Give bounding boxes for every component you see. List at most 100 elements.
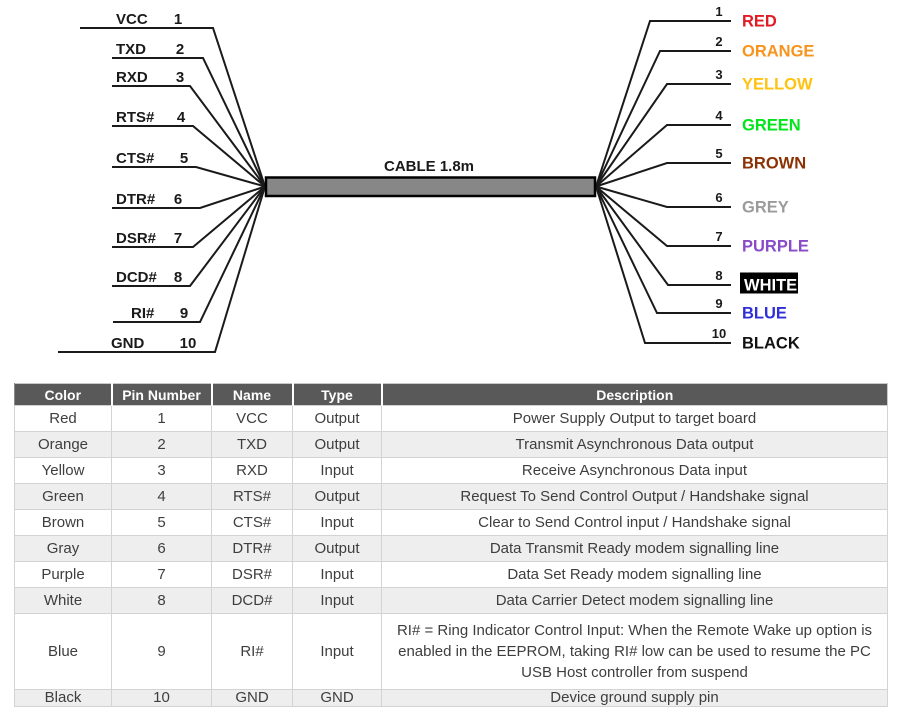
wire-line [80,27,266,187]
wire-line [595,185,731,286]
wire-color-label: WHITE [744,277,797,295]
wire-color-label: YELLOW [742,76,813,94]
pin-number: 9 [715,296,722,311]
table-cell: GND [211,689,293,707]
wire-line [112,185,266,209]
table-cell: Blue [14,613,112,690]
left-wire: RTS# 4 [112,109,266,188]
wire-line [595,162,731,188]
wire-line [595,83,731,188]
signal-label: RXD [116,69,148,86]
table-cell: Output [292,431,382,458]
wire-line [595,186,731,344]
wire-line [113,186,266,323]
table-cell: 9 [111,613,212,690]
pin-number: 6 [174,191,182,208]
signal-label: GND [111,335,145,352]
signal-label: CTS# [116,150,155,167]
pin-number: 8 [174,269,182,286]
pin-number: 2 [715,34,722,49]
pin-number: 4 [177,109,186,126]
table-cell: Output [292,535,382,562]
column-header: Description [380,383,888,406]
signal-label: RTS# [116,109,155,126]
column-header: Type [291,383,382,406]
pin-number: 10 [712,326,726,341]
table-cell: Output [292,405,382,432]
table-cell: Clear to Send Control input / Handshake … [381,509,888,536]
signal-label: TXD [116,41,146,58]
left-wire: DCD# 8 [112,185,266,287]
table-cell: Data Carrier Detect modem signalling lin… [381,587,888,614]
pin-number: 5 [715,146,722,161]
column-header: Pin Number [110,383,212,406]
table-cell: RTS# [211,483,293,510]
table-cell: Green [14,483,112,510]
signal-label: DCD# [116,269,157,286]
table-cell: RI# [211,613,293,690]
wire-color-label: PURPLE [742,238,809,256]
wire-line [595,124,731,188]
wire-line [112,85,266,188]
table-cell: 2 [111,431,212,458]
table-cell: 8 [111,587,212,614]
signal-label: RI# [131,305,155,322]
pin-number: 7 [174,230,182,247]
wire-color-label: BLUE [742,305,787,323]
table-cell: 7 [111,561,212,588]
left-wire: DSR#7 [112,185,266,248]
table-cell: VCC [211,405,293,432]
wire-line [112,125,266,188]
pin-number: 3 [715,67,722,82]
pin-number: 1 [715,4,722,19]
table-cell: Power Supply Output to target board [381,405,888,432]
table-cell: 1 [111,405,212,432]
table-cell: Receive Asynchronous Data input [381,457,888,484]
wire-color-label: GREY [742,199,789,217]
wire-line [595,185,731,208]
wire-line [595,50,731,187]
table-cell: 4 [111,483,212,510]
pin-number: 5 [180,150,188,167]
table-cell: DTR# [211,535,293,562]
pin-number: 6 [715,190,722,205]
table-cell: DCD# [211,587,293,614]
pin-number: 8 [715,268,722,283]
table-cell: 5 [111,509,212,536]
wire-line [595,185,731,247]
table-cell: Yellow [14,457,112,484]
table-cell: Input [292,457,382,484]
wire-line [112,57,266,187]
cable-label: CABLE 1.8m [384,158,474,175]
left-wire: CTS# 5 [112,150,266,188]
wire-line [595,20,731,187]
column-header: Name [210,383,293,406]
left-wire: RI#9 [113,186,266,323]
table-cell: Input [292,561,382,588]
wire-color-label: ORANGE [742,43,814,61]
wire-color-label: BROWN [742,155,806,173]
column-header: Color [14,383,112,406]
pin-number: 3 [176,69,184,86]
table-cell: Request To Send Control Output / Handsha… [381,483,888,510]
table-cell: Red [14,405,112,432]
table-cell: DSR# [211,561,293,588]
table-cell: Black [14,689,112,707]
